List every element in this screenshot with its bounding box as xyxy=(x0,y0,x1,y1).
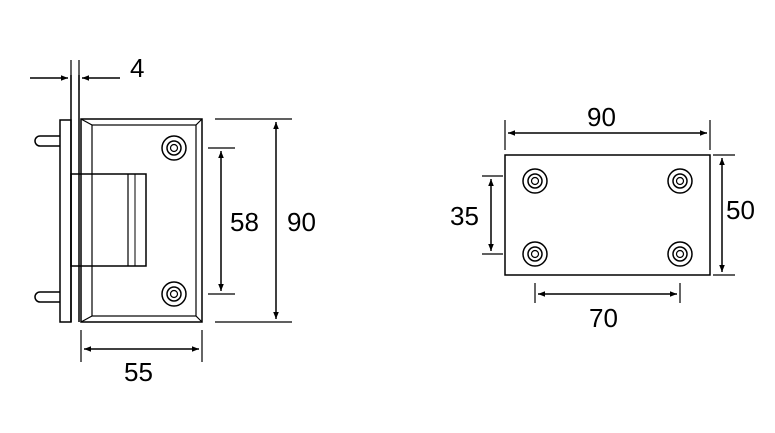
dim-label-front-hole-vertical: 35 xyxy=(450,201,479,231)
front-hole-bottom-left xyxy=(522,241,548,267)
dim-label-hole-spacing: 58 xyxy=(230,207,259,237)
glass-plate xyxy=(70,75,80,322)
dim-front-height: 50 xyxy=(713,154,755,276)
dim-front-width: 90 xyxy=(504,102,711,150)
dim-front-hole-horizontal: 70 xyxy=(534,283,681,333)
dim-label-front-hole-horizontal: 70 xyxy=(589,303,618,333)
dim-thickness: 4 xyxy=(30,53,144,90)
dim-label-front-height: 50 xyxy=(726,195,755,225)
dim-label-front-width: 90 xyxy=(587,102,616,132)
mounting-pin-top xyxy=(34,135,60,147)
dim-front-hole-vertical: 35 xyxy=(450,175,503,255)
screw-hole-top xyxy=(161,135,187,161)
screw-hole-bottom xyxy=(161,281,187,307)
dim-label-thickness: 4 xyxy=(130,53,144,83)
front-hole-top-left xyxy=(522,168,548,194)
dim-height: 90 xyxy=(215,118,316,323)
front-hole-top-right xyxy=(667,168,693,194)
dim-label-width: 55 xyxy=(124,357,153,387)
front-hole-bottom-right xyxy=(667,241,693,267)
wall-plate xyxy=(59,119,72,323)
dim-width: 55 xyxy=(80,330,203,387)
hinge-body xyxy=(70,118,203,323)
dim-label-height: 90 xyxy=(287,207,316,237)
side-view: 4 58 90 55 xyxy=(30,53,316,387)
front-plate xyxy=(504,154,711,276)
front-view: 90 50 35 70 xyxy=(450,102,755,333)
dim-hole-spacing: 58 xyxy=(208,147,259,295)
mounting-pin-bottom xyxy=(34,291,60,303)
